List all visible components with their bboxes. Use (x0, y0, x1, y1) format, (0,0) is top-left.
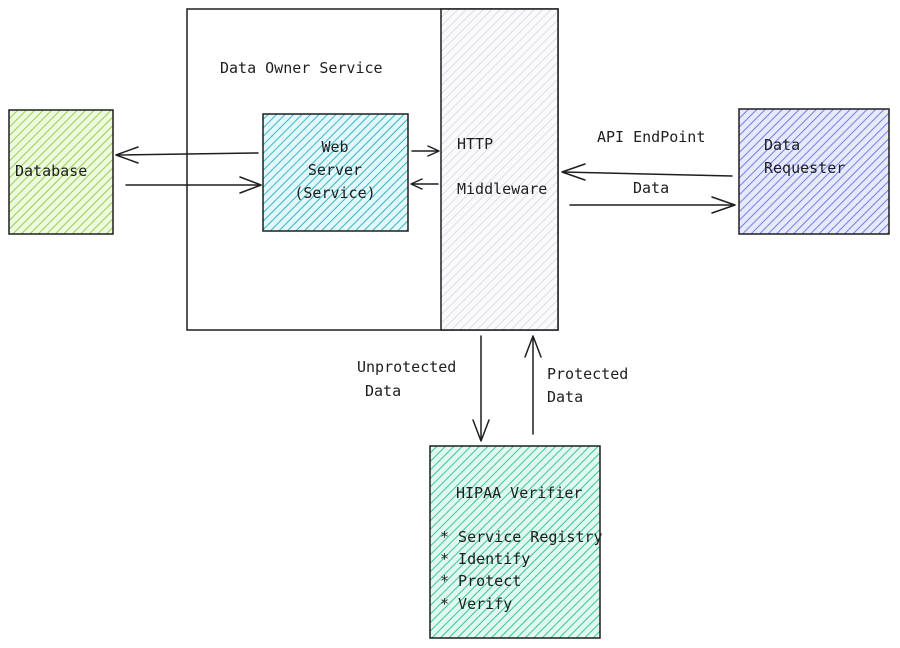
middleware-box: HTTP Middleware (440, 8, 559, 331)
hipaa-verifier-title: HIPAA Verifier (456, 484, 582, 502)
middleware-label-line1: HTTP (457, 135, 493, 153)
edge-label-api-endpoint: API EndPoint (597, 128, 705, 146)
hipaa-item-protect: * Protect (440, 572, 521, 590)
arrow-webserver-to-middleware (411, 145, 440, 157)
edge-label-data: Data (633, 179, 669, 197)
hipaa-verifier-box: HIPAA Verifier * Service Registry * Iden… (429, 445, 603, 639)
edge-label-protected-line1: Protected (547, 365, 628, 383)
edge-label-protected-line2: Data (547, 388, 583, 406)
data-requester-label-line2: Requester (764, 159, 845, 177)
arrow-verifier-to-middleware (524, 335, 542, 435)
data-requester-label-line1: Data (764, 136, 800, 154)
edge-label-unprotected-line1: Unprotected (357, 358, 456, 376)
arrow-middleware-to-webserver (410, 178, 439, 190)
web-server-label-line2: Server (308, 161, 362, 179)
database-label: Database (15, 162, 87, 180)
edge-label-unprotected-line2: Data (365, 382, 401, 400)
arrow-middleware-to-requester (569, 196, 736, 214)
web-server-label-line3: (Service) (294, 184, 375, 202)
data-owner-service-label: Data Owner Service (220, 59, 383, 77)
arrow-database-to-webserver (125, 176, 262, 194)
hipaa-item-verify: * Verify (440, 595, 512, 613)
middleware-label-line2: Middleware (457, 180, 547, 198)
arrow-webserver-to-database (115, 146, 259, 164)
web-server-label-line1: Web (321, 138, 348, 156)
hipaa-item-service-registry: * Service Registry (440, 528, 603, 546)
hipaa-item-identify: * Identify (440, 550, 530, 568)
arrow-middleware-to-verifier (472, 335, 490, 442)
arrow-requester-to-middleware (561, 163, 733, 181)
data-requester-box: Data Requester (738, 108, 890, 235)
database-box: Database (8, 109, 114, 235)
web-server-box: Web Server (Service) (262, 113, 409, 232)
